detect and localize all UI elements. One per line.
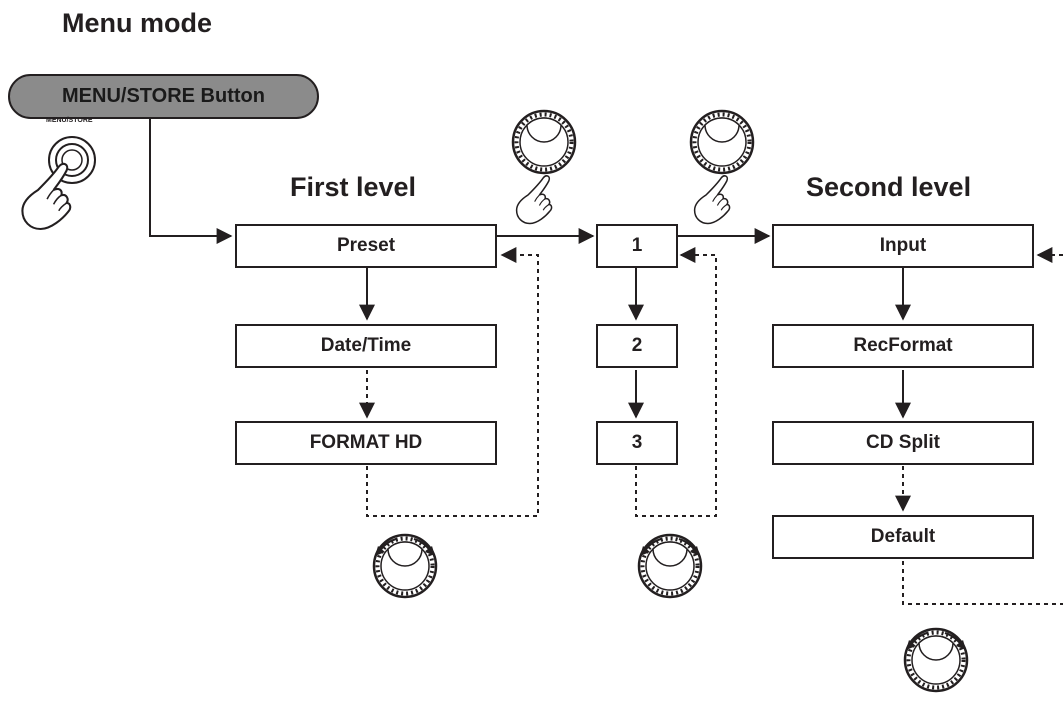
jog-dial-push-icon: [511, 109, 577, 225]
menu-item-date-time[interactable]: Date/Time: [235, 324, 497, 368]
menu-store-small-label: MENU/STORE: [46, 117, 93, 124]
menu-item-preset[interactable]: Preset: [235, 224, 497, 268]
menu-store-button[interactable]: MENU/STORE Button: [8, 74, 319, 119]
jog-dial-push-icon: [689, 109, 755, 225]
jog-dial-rotate-icon: [637, 533, 703, 599]
press-finger-icon: [21, 162, 72, 231]
jog-dial-rotate-icon: [903, 627, 969, 693]
menu-item-default[interactable]: Default: [772, 515, 1034, 559]
second-level-title: Second level: [806, 172, 972, 202]
menu-item-format-hd[interactable]: FORMAT HD: [235, 421, 497, 465]
preset-item-2[interactable]: 2: [596, 324, 678, 368]
preset-item-1[interactable]: 1: [596, 224, 678, 268]
first-level-title: First level: [290, 172, 417, 202]
menu-item-cd-split[interactable]: CD Split: [772, 421, 1034, 465]
preset-item-3[interactable]: 3: [596, 421, 678, 465]
menu-item-recformat[interactable]: RecFormat: [772, 324, 1034, 368]
jog-dial-rotate-icon: [372, 533, 438, 599]
menu-item-input[interactable]: Input: [772, 224, 1034, 268]
page-title: Menu mode: [62, 8, 213, 38]
